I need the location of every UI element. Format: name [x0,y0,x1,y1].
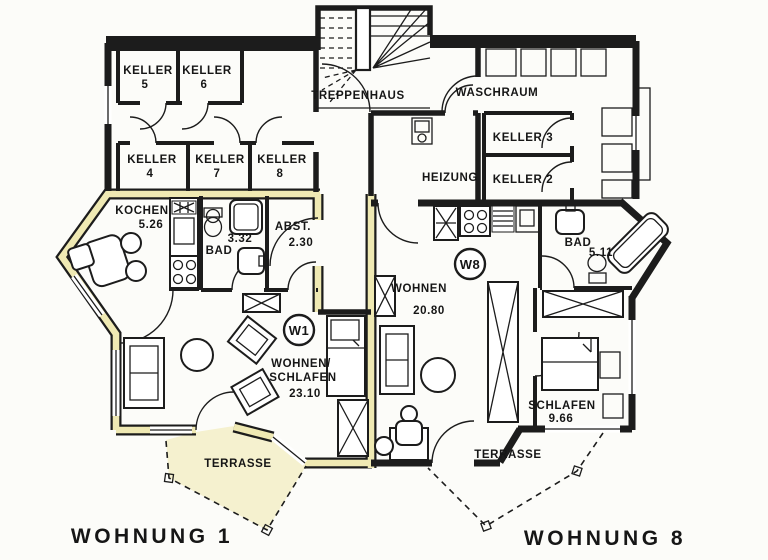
round-table-w8 [420,357,456,393]
bedroom-w8 [541,290,624,419]
label-wohnen8-area: 20.80 [413,305,445,317]
label-abst-area: 2.30 [289,237,314,249]
apartment8-interior-walls [533,203,632,429]
bed-w1 [326,315,366,397]
desk-chair-w8 [374,405,429,461]
label-wohnen1-area: 23.10 [289,388,321,400]
label-bad8: BAD [565,237,592,249]
wardrobe-w8-tall [487,281,519,423]
label-keller5: KELLER [123,65,173,77]
captions: WOHNUNG 1 WOHNUNG 8 [71,525,686,550]
label-bad1: BAD [206,245,233,257]
toilet-icon-w8 [587,253,607,284]
bed-w8 [541,337,599,391]
kitchen-counter-w8 [433,205,541,241]
label-wohnen8: WOHNEN [391,283,447,295]
caption-wohnung8: WOHNUNG 8 [524,527,686,550]
basement-interior-walls [116,35,622,315]
bathtub-icon [607,212,669,274]
shaft-w8-entry [374,275,396,317]
sofa-w1 [123,337,165,409]
shower-icon [229,199,263,235]
label-terrasse-w1: TERRASSE [204,458,271,470]
kitchen-counter-w1 [169,197,199,291]
shaft-w1-hall [242,293,281,313]
shaft-w1-bottom [337,399,369,457]
label-keller7: KELLER [195,154,245,166]
dresser-w8 [602,393,624,419]
unit-badges: W1 W8 [282,247,487,347]
armchair-w1-b [230,367,280,417]
sink-icon [237,247,266,275]
label-kochen: KOCHEN [115,205,168,217]
label-keller7-num: 7 [214,168,221,180]
label-wohnen1-line1: WOHNEN/ [271,358,331,370]
staircase [318,6,431,113]
badge-w1: W1 [289,323,310,338]
label-treppenhaus: TREPPENHAUS [311,90,405,102]
badge-w8: W8 [460,257,481,272]
living-room-w8 [374,275,519,461]
label-heizung: HEIZUNG [422,172,478,184]
bathroom-w8 [555,204,669,284]
round-table-w1 [180,338,214,372]
label-wohnen1-line2: SCHLAFEN [269,372,336,384]
label-keller6-num: 6 [201,79,208,91]
badge-circle-w8 [453,247,487,281]
label-keller8-num: 8 [277,168,284,180]
sofa-w8 [379,325,415,395]
label-keller3: KELLER 3 [493,132,553,144]
boiler [411,117,433,145]
living-room-w1 [123,293,369,457]
bathroom-w1 [203,199,266,275]
label-abst: ABST. [275,221,311,233]
label-terrasse-w8: TERRASSE [474,449,541,461]
label-schlafen: SCHLAFEN [528,400,595,412]
toilet-icon [203,207,223,238]
wardrobe-w8-wide [542,290,624,318]
armchair-w1-a [226,314,278,366]
terrace-w1-area [166,426,306,530]
kitchen-table-w1 [67,232,147,288]
caption-wohnung1: WOHNUNG 1 [71,525,233,548]
label-bad8-area: 5.11 [589,247,613,259]
label-kochen-area: 5.26 [139,219,164,231]
label-keller5-num: 5 [142,79,149,91]
label-bad1-area: 3.32 [228,233,253,245]
apartment1-interior-walls [199,196,318,292]
label-keller8: KELLER [257,154,307,166]
label-keller4: KELLER [127,154,177,166]
label-waschraum: WASCHRAUM [456,87,539,99]
label-keller4-num: 4 [147,168,154,180]
badge-circle-w1 [282,313,316,347]
windows [71,86,640,466]
label-keller2: KELLER 2 [493,174,553,186]
label-schlafen-area: 9.66 [549,413,574,425]
sink-icon-w8 [555,204,585,235]
apartment1-boundary-walls [55,188,377,469]
terrace-boundaries [163,432,604,537]
door-arcs [119,75,580,464]
washing-machines [485,48,633,199]
room-labels: KELLER 5 KELLER 6 KELLER 4 KELLER 7 KELL… [115,65,613,470]
label-keller6: KELLER [182,65,232,77]
nightstand-w8 [599,351,621,379]
